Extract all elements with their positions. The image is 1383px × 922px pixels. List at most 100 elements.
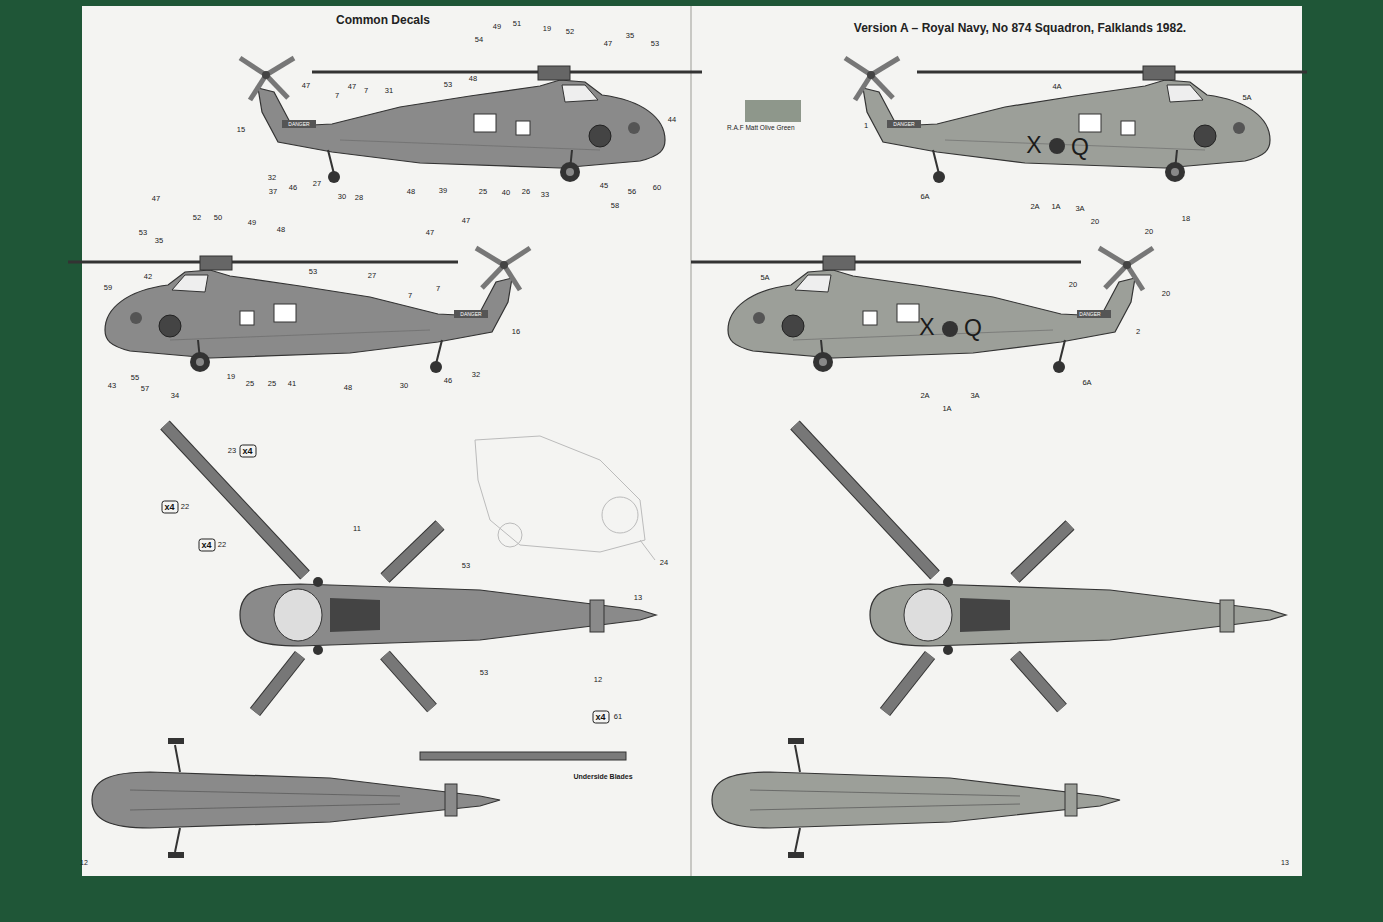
callout-number: 47 [603, 40, 613, 48]
callout-number: 61 [613, 713, 623, 721]
quantity-box: x4 [199, 539, 216, 552]
callout-number: 44 [667, 116, 677, 124]
callout-number: 48 [343, 384, 353, 392]
aircraft-view [240, 58, 702, 183]
callout-number: 53 [461, 562, 471, 570]
callout-number: 51 [512, 20, 522, 28]
callout-number: 54 [474, 36, 484, 44]
callout-number: 23 [227, 447, 237, 455]
callout-number: 47 [425, 229, 435, 237]
callout-number: 3A [1074, 205, 1085, 213]
page-heading: Common Decals [336, 14, 430, 26]
page-number: 13 [1281, 859, 1289, 866]
callout-number: 53 [443, 81, 453, 89]
aircraft-marking: X [919, 316, 934, 339]
color-swatch [745, 100, 801, 122]
callout-number: 7 [363, 87, 369, 95]
decal-text: DANGER [892, 122, 915, 127]
aircraft-view [68, 248, 530, 373]
callout-number: 57 [140, 385, 150, 393]
callout-number: 15 [236, 126, 246, 134]
callout-number: 58 [610, 202, 620, 210]
callout-number: 2 [1135, 328, 1141, 336]
callout-number: 47 [347, 83, 357, 91]
aircraft-view [712, 738, 1120, 858]
callout-number: 50 [213, 214, 223, 222]
callout-number: 56 [627, 188, 637, 196]
callout-number: 46 [288, 184, 298, 192]
callout-number: 25 [478, 188, 488, 196]
callout-number: 35 [625, 32, 635, 40]
legend-text: R.A.F Matt Olive Green [727, 124, 795, 131]
callout-number: 47 [301, 82, 311, 90]
callout-number: 1A [941, 405, 952, 413]
quantity-text: x4 [243, 447, 254, 456]
aircraft-view [845, 58, 1307, 183]
callout-number: 41 [287, 380, 297, 388]
decal-text: DANGER [459, 312, 482, 317]
callout-number: 20 [1161, 290, 1171, 298]
quantity-box: x4 [240, 445, 257, 458]
callout-number: 7 [334, 92, 340, 100]
callout-number: 24 [659, 559, 669, 567]
callout-number: 4A [1051, 83, 1062, 91]
callout-number: 53 [308, 268, 318, 276]
callout-number: 20 [1090, 218, 1100, 226]
callout-number: 39 [438, 187, 448, 195]
callout-number: 6A [1081, 379, 1092, 387]
aircraft-marking: X [1026, 134, 1041, 157]
callout-number: 7 [435, 285, 441, 293]
callout-number: 32 [471, 371, 481, 379]
aircraft-view [165, 425, 656, 712]
callout-number: 43 [107, 382, 117, 390]
callout-number: 19 [226, 373, 236, 381]
callout-number: 12 [593, 676, 603, 684]
callout-number: 42 [143, 273, 153, 281]
callout-number: 3A [969, 392, 980, 400]
callout-number: 49 [492, 23, 502, 31]
callout-number: 20 [1144, 228, 1154, 236]
callout-number: 5A [759, 274, 770, 282]
callout-number: 27 [367, 272, 377, 280]
view-caption: Underside Blades [573, 773, 632, 780]
callout-number: 16 [511, 328, 521, 336]
callout-number: 5A [1241, 94, 1252, 102]
callout-number: 27 [312, 180, 322, 188]
callout-number: 47 [461, 217, 471, 225]
callout-number: 52 [192, 214, 202, 222]
quantity-box: x4 [162, 501, 179, 514]
quantity-box: x4 [593, 711, 610, 724]
callout-number: 13 [633, 594, 643, 602]
callout-number: 40 [501, 189, 511, 197]
callout-number: 35 [154, 237, 164, 245]
callout-number: 33 [540, 191, 550, 199]
callout-number: 30 [399, 382, 409, 390]
callout-number: 49 [247, 219, 257, 227]
callout-number: 37 [268, 188, 278, 196]
callout-number: 48 [406, 188, 416, 196]
callout-number: 53 [650, 40, 660, 48]
callout-number: 22 [180, 503, 190, 511]
quantity-text: x4 [202, 541, 213, 550]
callout-number: 28 [354, 194, 364, 202]
page-heading: Version A – Royal Navy, No 874 Squadron,… [854, 22, 1186, 34]
callout-number: 1A [1050, 203, 1061, 211]
callout-number: 25 [245, 380, 255, 388]
callout-number: 6A [919, 193, 930, 201]
callout-number: 32 [267, 174, 277, 182]
callout-number: 1 [863, 122, 869, 130]
callout-number: 22 [217, 541, 227, 549]
callout-number: 2A [1029, 203, 1040, 211]
callout-number: 52 [565, 28, 575, 36]
callout-number: 11 [352, 525, 362, 533]
quantity-text: x4 [165, 503, 176, 512]
callout-number: 48 [468, 75, 478, 83]
callout-number: 59 [103, 284, 113, 292]
callout-number: 26 [521, 188, 531, 196]
callout-number: 18 [1181, 215, 1191, 223]
aircraft-view [691, 248, 1153, 373]
page-number: 12 [80, 859, 88, 866]
aircraft-marking: Q [964, 317, 982, 340]
callout-number: 34 [170, 392, 180, 400]
